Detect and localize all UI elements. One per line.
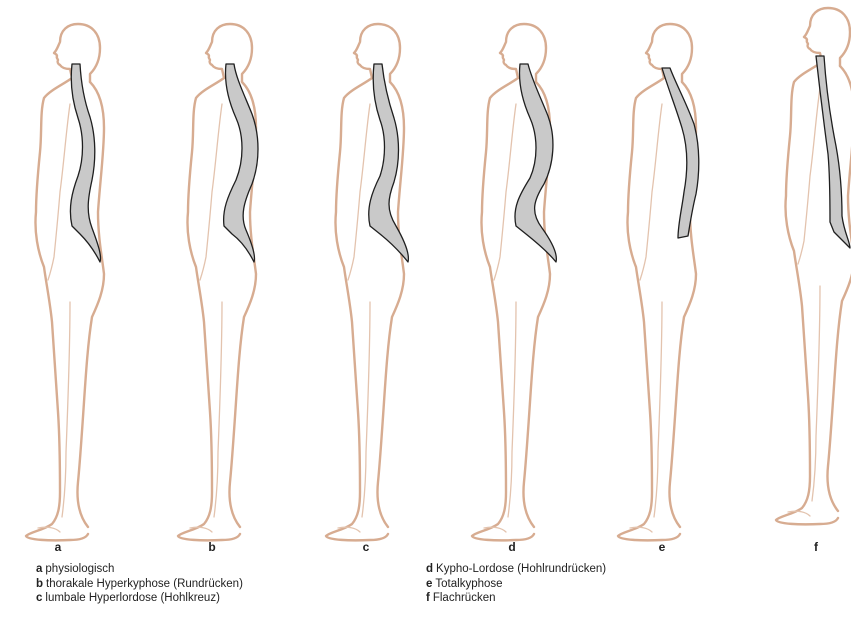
panel-letter-d: d [502, 540, 522, 554]
panel-letter-e: e [652, 540, 672, 554]
spine-b-icon [224, 64, 258, 262]
figure-c [326, 24, 408, 540]
figure-a [26, 24, 104, 540]
spine-f-icon [816, 56, 850, 248]
panel-letter-b: b [202, 540, 222, 554]
spine-e-icon [662, 68, 699, 238]
figure-e [618, 24, 699, 540]
panel-letter-c: c [356, 540, 376, 554]
figure-f [776, 8, 851, 524]
figure-d [472, 24, 556, 540]
spine-a-icon [70, 64, 100, 262]
figure-b [178, 24, 258, 540]
panel-letter-a: a [48, 540, 68, 554]
panel-letter-f: f [806, 540, 826, 554]
spine-d-icon [515, 64, 556, 262]
